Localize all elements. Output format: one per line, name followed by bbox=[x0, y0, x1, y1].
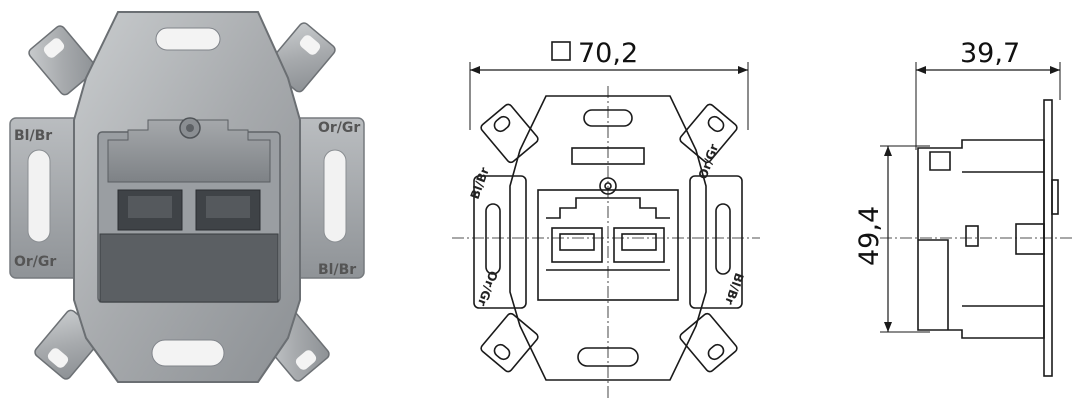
depth-dimension-label: 39,7 bbox=[960, 38, 1020, 69]
photo-port-left-contacts bbox=[128, 196, 172, 218]
front-top-slot bbox=[583, 109, 633, 127]
photo-label-bottom-left: Or/Gr bbox=[14, 254, 56, 270]
front-corner-tabs bbox=[480, 103, 738, 373]
front-port-right bbox=[613, 227, 665, 263]
front-port-right-contacts bbox=[621, 233, 657, 251]
front-port-left-contacts bbox=[559, 233, 595, 251]
front-screw-hole bbox=[604, 182, 612, 190]
photo-socket: Bl/Br Or/Gr Or/Gr Bl/Br bbox=[9, 11, 365, 383]
photo-label-top-right: Or/Gr bbox=[318, 120, 360, 136]
side-inner-lines bbox=[962, 171, 1044, 307]
front-jack-step bbox=[546, 197, 670, 219]
side-plate-tab bbox=[1051, 179, 1059, 215]
photo-dust-cover bbox=[99, 233, 279, 303]
front-left-slot bbox=[485, 203, 501, 275]
front-label-bottom-left: Or/Gr bbox=[475, 269, 501, 308]
width-dimension-label: 70,2 bbox=[578, 38, 638, 69]
photo-label-bottom-right: Bl/Br bbox=[318, 262, 356, 278]
front-port-left bbox=[551, 227, 603, 263]
height-dimension-label: 49,4 bbox=[854, 206, 885, 266]
photo-bottom-slot bbox=[151, 339, 225, 367]
side-housing bbox=[917, 139, 1045, 339]
front-label-top-left: Bl/Br bbox=[468, 165, 492, 201]
side-latch-small bbox=[965, 225, 979, 247]
front-left-wing bbox=[473, 175, 527, 309]
front-right-slot bbox=[715, 203, 731, 275]
photo-left-slot bbox=[27, 149, 51, 243]
photo-port-right-contacts bbox=[206, 196, 250, 218]
front-jack-body bbox=[537, 189, 679, 301]
front-right-wing bbox=[689, 175, 743, 309]
front-label-window bbox=[571, 147, 645, 165]
photo-right-slot bbox=[323, 149, 347, 243]
front-bottom-slot bbox=[577, 347, 639, 367]
front-main-plate bbox=[509, 95, 707, 381]
photo-screw-hole bbox=[186, 124, 194, 132]
photo-jack-top bbox=[107, 119, 271, 183]
photo-label-top-left: Bl/Br bbox=[14, 128, 52, 144]
side-latch bbox=[1015, 223, 1045, 255]
side-clip-top bbox=[929, 151, 951, 171]
side-view-drawing bbox=[880, 62, 1072, 377]
side-lower-body bbox=[918, 239, 949, 330]
front-screw-icon bbox=[599, 177, 617, 195]
front-view-drawing bbox=[452, 41, 760, 398]
square-symbol-icon bbox=[551, 41, 571, 61]
photo-top-slot bbox=[155, 27, 221, 51]
